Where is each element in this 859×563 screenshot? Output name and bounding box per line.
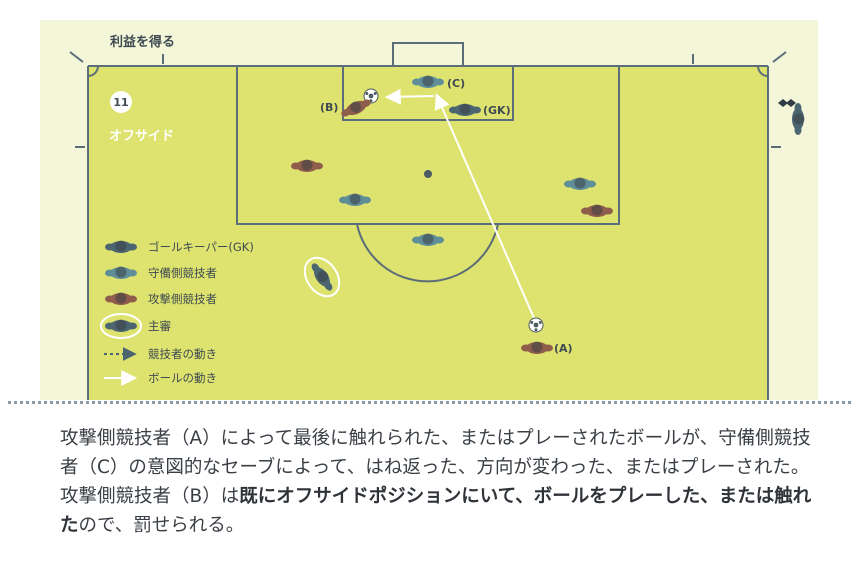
label-gk: (GK)	[483, 104, 511, 117]
caption-part-2: ので、罰せられる。	[78, 515, 245, 536]
legend-defender-label: 守備側競技者	[148, 266, 217, 280]
ball-path-long	[434, 93, 535, 319]
legend-attacker-label: 攻撃側競技者	[148, 292, 217, 306]
corner-arc-left	[87, 65, 99, 77]
goal-area	[342, 65, 514, 121]
caption: 攻撃側競技者（A）によって最後に触れられた、またはプレーされたボールが、守備側競…	[60, 424, 820, 540]
diagram-number: 11	[113, 96, 128, 109]
label-b: (B)	[320, 101, 338, 114]
diagram-title: オフサイド	[109, 129, 174, 144]
label-c: (C)	[447, 77, 465, 90]
referee-ring	[303, 256, 341, 298]
legend-gk-label: ゴールキーパー(GK)	[148, 240, 254, 254]
corner-arc-right	[757, 65, 769, 77]
flag-icon	[778, 99, 796, 107]
label-a: (A)	[554, 342, 573, 355]
pitch	[88, 66, 768, 400]
penalty-arc	[356, 223, 499, 283]
legend: ゴールキーパー(GK) 守備側競技者 攻撃側競技者 主審 競技者の動き ボールの…	[100, 240, 254, 386]
legend-referee-ring	[100, 313, 142, 339]
caption-part-1: 攻撃側競技者（A）によって最後に触れられた、またはプレーされたボールが、守備側競…	[60, 428, 811, 507]
penalty-spot	[424, 170, 432, 178]
offside-diagram: 利益を得る (C) (GK) (B) (A) 11 オフサイド ゴールキーパー(…	[40, 20, 818, 400]
dotted-divider	[8, 401, 851, 404]
caption-bold: 既にオフサイドポジションにいて、ボールをプレーした、または触れた	[60, 486, 812, 536]
goal	[392, 42, 464, 67]
legend-ball-movement-label: ボールの動き	[148, 371, 217, 385]
diagram-number-badge	[110, 91, 132, 113]
ball-path-short	[384, 88, 435, 105]
section-title: 利益を得る	[110, 34, 175, 50]
legend-player-movement-label: 競技者の動き	[148, 347, 217, 361]
caption-text: 攻撃側競技者（A）によって最後に触れられた、またはプレーされたボールが、守備側競…	[60, 424, 820, 540]
legend-referee-label: 主審	[148, 319, 171, 333]
ball-icon	[528, 317, 544, 333]
